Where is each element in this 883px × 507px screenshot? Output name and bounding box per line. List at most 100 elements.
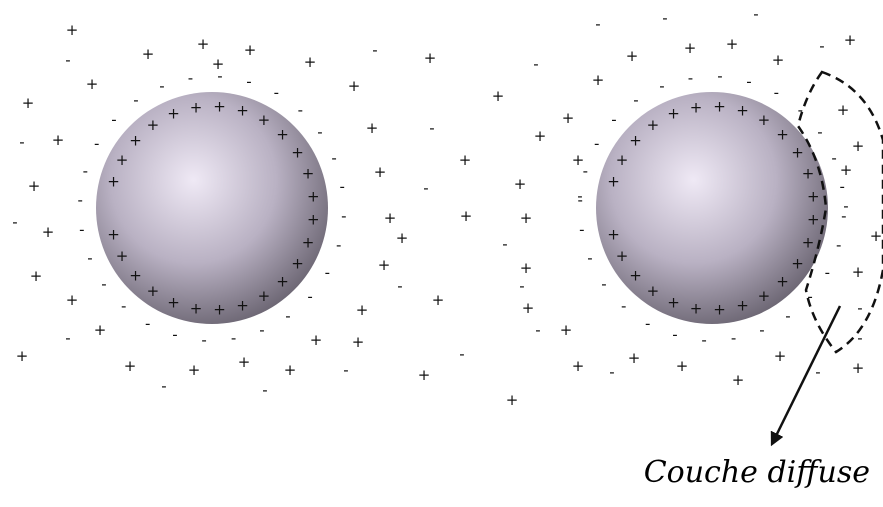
- positive-charge: +: [736, 296, 749, 314]
- positive-ion: +: [418, 366, 431, 384]
- positive-ion: +: [837, 101, 850, 119]
- negative-charge: -: [785, 307, 790, 325]
- positive-ion: +: [124, 357, 137, 375]
- positive-charge: +: [629, 132, 642, 150]
- positive-ion: +: [844, 31, 857, 49]
- negative-ion: -: [19, 133, 24, 151]
- negative-charge: -: [274, 84, 279, 102]
- positive-charge: +: [776, 273, 789, 291]
- positive-charge: +: [776, 125, 789, 143]
- positive-ion: +: [374, 163, 387, 181]
- positive-charge: +: [607, 225, 620, 243]
- negative-charge: -: [133, 91, 138, 109]
- positive-ion: +: [244, 41, 257, 59]
- positive-charge: +: [107, 173, 120, 191]
- negative-charge: -: [307, 287, 312, 305]
- positive-charge: +: [276, 273, 289, 291]
- positive-ion: +: [28, 177, 41, 195]
- positive-charge: +: [276, 125, 289, 143]
- positive-charge: +: [307, 211, 320, 229]
- positive-charge: +: [129, 267, 142, 285]
- negative-charge: -: [672, 326, 677, 344]
- negative-charge: -: [774, 84, 779, 102]
- negative-charge: -: [688, 69, 693, 87]
- pointer-arrow: [774, 306, 840, 440]
- negative-ion: -: [857, 299, 862, 317]
- negative-ion: -: [819, 37, 824, 55]
- positive-charge: +: [758, 287, 771, 305]
- positive-ion: +: [396, 229, 409, 247]
- positive-charge: +: [258, 111, 271, 129]
- positive-ion: +: [572, 151, 585, 169]
- negative-charge: -: [145, 314, 150, 332]
- positive-charge: +: [291, 143, 304, 161]
- positive-charge: +: [258, 287, 271, 305]
- negative-ion: -: [595, 15, 600, 33]
- positive-charge: +: [167, 105, 180, 123]
- negative-charge: -: [87, 249, 92, 267]
- positive-ion: +: [562, 109, 575, 127]
- positive-charge: +: [213, 97, 226, 115]
- positive-ion: +: [852, 359, 865, 377]
- negative-ion: -: [65, 329, 70, 347]
- negative-charge: -: [188, 69, 193, 87]
- negative-ion: -: [262, 381, 267, 399]
- positive-ion: +: [384, 209, 397, 227]
- positive-charge: +: [758, 111, 771, 129]
- positive-charge: +: [302, 234, 315, 252]
- positive-charge: +: [736, 102, 749, 120]
- positive-ion: +: [852, 263, 865, 281]
- positive-ion: +: [188, 361, 201, 379]
- positive-charge: +: [167, 293, 180, 311]
- positive-charge: +: [647, 116, 660, 134]
- positive-ion: +: [86, 75, 99, 93]
- positive-ion: +: [30, 267, 43, 285]
- positive-charge: +: [147, 282, 160, 300]
- negative-ion: -: [65, 51, 70, 69]
- positive-ion: +: [522, 299, 535, 317]
- particle-sphere: [596, 92, 828, 324]
- positive-charge: +: [291, 255, 304, 273]
- positive-charge: +: [791, 255, 804, 273]
- positive-ion: +: [66, 21, 79, 39]
- negative-charge: -: [817, 123, 822, 141]
- positive-charge: +: [667, 293, 680, 311]
- positive-ion: +: [378, 256, 391, 274]
- positive-ion: +: [348, 77, 361, 95]
- positive-charge: +: [629, 267, 642, 285]
- negative-ion: -: [423, 179, 428, 197]
- positive-charge: +: [147, 116, 160, 134]
- particle-right: ++++++++++++++++++++++++++ -------------…: [492, 5, 883, 409]
- negative-ion: -: [502, 235, 507, 253]
- positive-ion: +: [304, 53, 317, 71]
- positive-charge: +: [690, 300, 703, 318]
- negative-charge: -: [317, 123, 322, 141]
- positive-ion: +: [66, 291, 79, 309]
- positive-ion: +: [459, 151, 472, 169]
- positive-ion: +: [424, 49, 437, 67]
- negative-charge: -: [94, 135, 99, 153]
- negative-ion: -: [662, 9, 667, 27]
- negative-charge: -: [201, 331, 206, 349]
- positive-ion: +: [772, 51, 785, 69]
- negative-ion: -: [397, 277, 402, 295]
- positive-charge: +: [713, 301, 726, 319]
- positive-ion: +: [840, 161, 853, 179]
- negative-charge: -: [831, 149, 836, 167]
- positive-charge: +: [236, 296, 249, 314]
- negative-ion: -: [535, 321, 540, 339]
- positive-charge: +: [802, 234, 815, 252]
- positive-charge: +: [190, 98, 203, 116]
- positive-ion: +: [534, 127, 547, 145]
- positive-charge: +: [807, 211, 820, 229]
- negative-ion: -: [161, 377, 166, 395]
- positive-ion: +: [684, 39, 697, 57]
- positive-ion: +: [432, 291, 445, 309]
- negative-charge: -: [825, 263, 830, 281]
- positive-charge: +: [107, 225, 120, 243]
- positive-ion: +: [514, 175, 527, 193]
- negative-charge: -: [339, 177, 344, 195]
- positive-ion: +: [572, 357, 585, 375]
- negative-charge: -: [172, 326, 177, 344]
